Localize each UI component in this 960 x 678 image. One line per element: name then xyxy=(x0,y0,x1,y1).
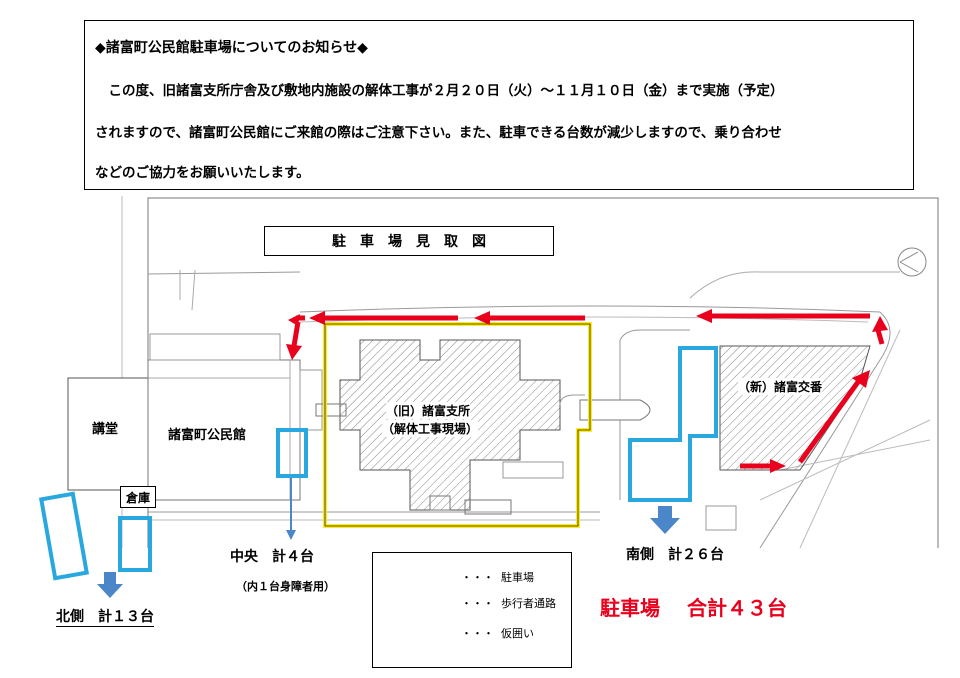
legend-dots-2: ・・・ xyxy=(461,597,494,610)
parking-south xyxy=(628,346,718,502)
koban-building xyxy=(719,345,871,471)
map-heading: 駐 車 場 見 取 図 xyxy=(264,226,554,256)
legend-dots-1: ・・・ xyxy=(461,571,494,584)
center-note: （内１台身障者用） xyxy=(236,580,335,593)
parking-areas xyxy=(38,346,718,581)
total-count: 駐車場 合計４３台 xyxy=(600,596,787,620)
notice-box: ◆諸富町公民館駐車場についてのお知らせ◆ この度、旧諸富支所庁舎及び敷地内施設の… xyxy=(84,20,914,190)
down-arrows xyxy=(97,506,680,598)
legend-walkway-label: 歩行者通路 xyxy=(501,597,556,610)
kominkan-label: 諸富町公民館 xyxy=(168,428,247,443)
north-count: 北側 計１３台 xyxy=(56,606,154,627)
walkway-arrows xyxy=(286,309,888,473)
legend-fence-label: 仮囲い xyxy=(501,627,534,640)
parking-north-1 xyxy=(38,491,90,581)
kodo-label: 講堂 xyxy=(92,422,119,437)
legend-dots-3: ・・・ xyxy=(461,627,494,640)
old-office-sublabel: （解体工事現場） xyxy=(382,420,479,437)
koban-label: （新）諸富交番 xyxy=(738,378,823,395)
parking-north-2 xyxy=(118,516,152,572)
notice-line-3: などのご協力をお願いいたします。 xyxy=(95,165,310,181)
soko-label: 倉庫 xyxy=(120,486,156,508)
center-count: 中央 計４台 xyxy=(230,549,314,565)
parking-center xyxy=(276,428,308,478)
legend: ・・・ 駐車場 ・・・ 歩行者通路 ・・・ 仮囲い xyxy=(372,552,572,668)
notice-line-2: されますので、諸富町公民館にご来館の際はご注意下さい。また、駐車できる台数が減少… xyxy=(95,125,782,141)
south-count: 南側 計２６台 xyxy=(626,547,724,563)
notice-line-1: この度、旧諸富支所庁舎及び敷地内施設の解体工事が２月２０日（火）～１１月１０日（… xyxy=(95,83,784,99)
legend-parking-label: 駐車場 xyxy=(501,571,534,584)
notice-title: ◆諸富町公民館駐車場についてのお知らせ◆ xyxy=(95,40,368,56)
old-office-label: （旧）諸富支所 xyxy=(386,402,471,419)
